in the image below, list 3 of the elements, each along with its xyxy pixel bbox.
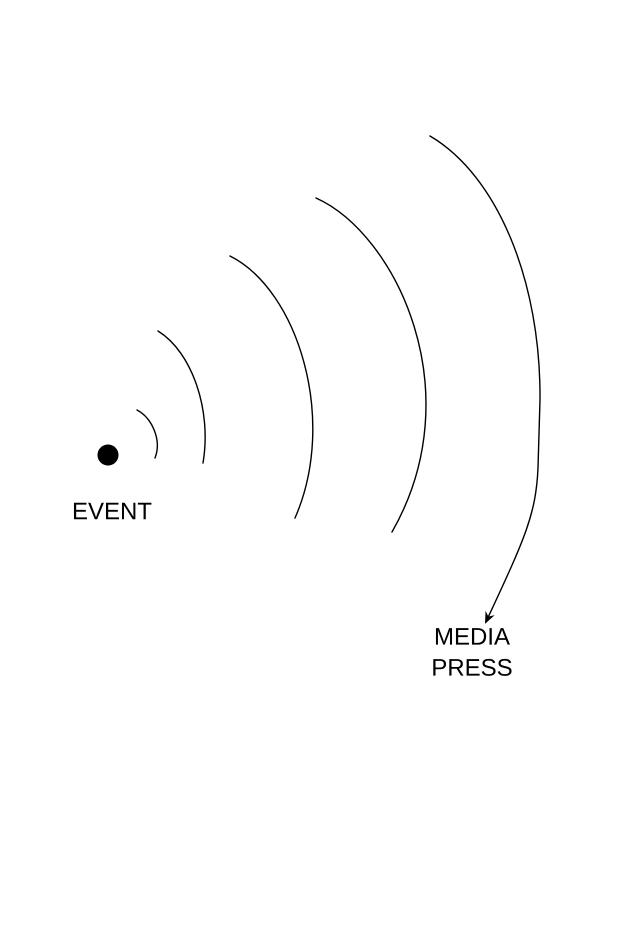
event-dot (98, 444, 118, 466)
node-label: EVENT (74, 502, 152, 520)
text-label: MEDIA PRESS (433, 628, 512, 676)
